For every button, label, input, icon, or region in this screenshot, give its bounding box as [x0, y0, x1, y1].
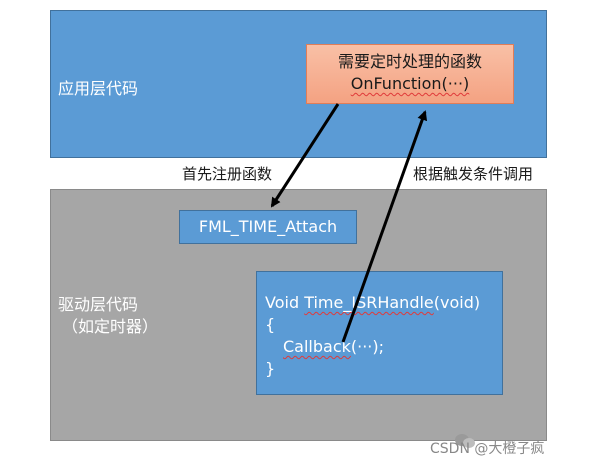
isr-return-type: Void	[265, 293, 305, 312]
fml-time-attach-box: FML_TIME_Attach	[179, 210, 357, 244]
trigger-arrow-label: 根据触发条件调用	[413, 165, 534, 183]
isr-callback-line: Callback(···);	[283, 336, 384, 358]
isr-close-brace: }	[265, 359, 276, 378]
isr-signature-line: Void Time_ISRHandle(void)	[265, 292, 480, 314]
isr-open-brace: {	[265, 315, 276, 334]
isr-function-name: Time_ISRHandle	[304, 293, 434, 312]
on-function-box: 需要定时处理的函数 OnFunction(···)	[306, 44, 514, 104]
csdn-watermark: CSDN @大橙子疯	[430, 441, 545, 457]
isr-handler-box: Void Time_ISRHandle(void) { Callback(···…	[256, 271, 503, 395]
wechat-icon	[455, 434, 475, 448]
driver-layer-sublabel: （如定时器）	[62, 317, 159, 336]
register-arrow-label: 首先注册函数	[182, 165, 273, 183]
driver-layer-label: 驱动层代码	[58, 295, 139, 314]
app-layer-label: 应用层代码	[58, 79, 139, 98]
callback-args: (···);	[350, 337, 385, 356]
isr-params: (void)	[433, 293, 481, 312]
on-function-title: 需要定时处理的函数	[337, 52, 482, 71]
callback-name: Callback	[283, 337, 351, 356]
on-function-name: OnFunction(···)	[350, 74, 470, 93]
